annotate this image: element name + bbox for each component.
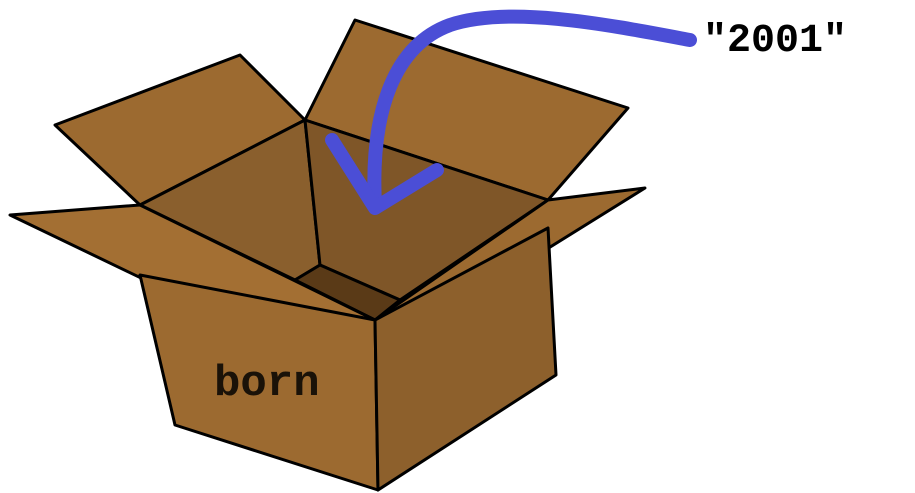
open-cardboard-box-icon — [10, 20, 645, 490]
value-label: "2001" — [703, 20, 847, 64]
box-variable-name: born — [214, 360, 320, 408]
